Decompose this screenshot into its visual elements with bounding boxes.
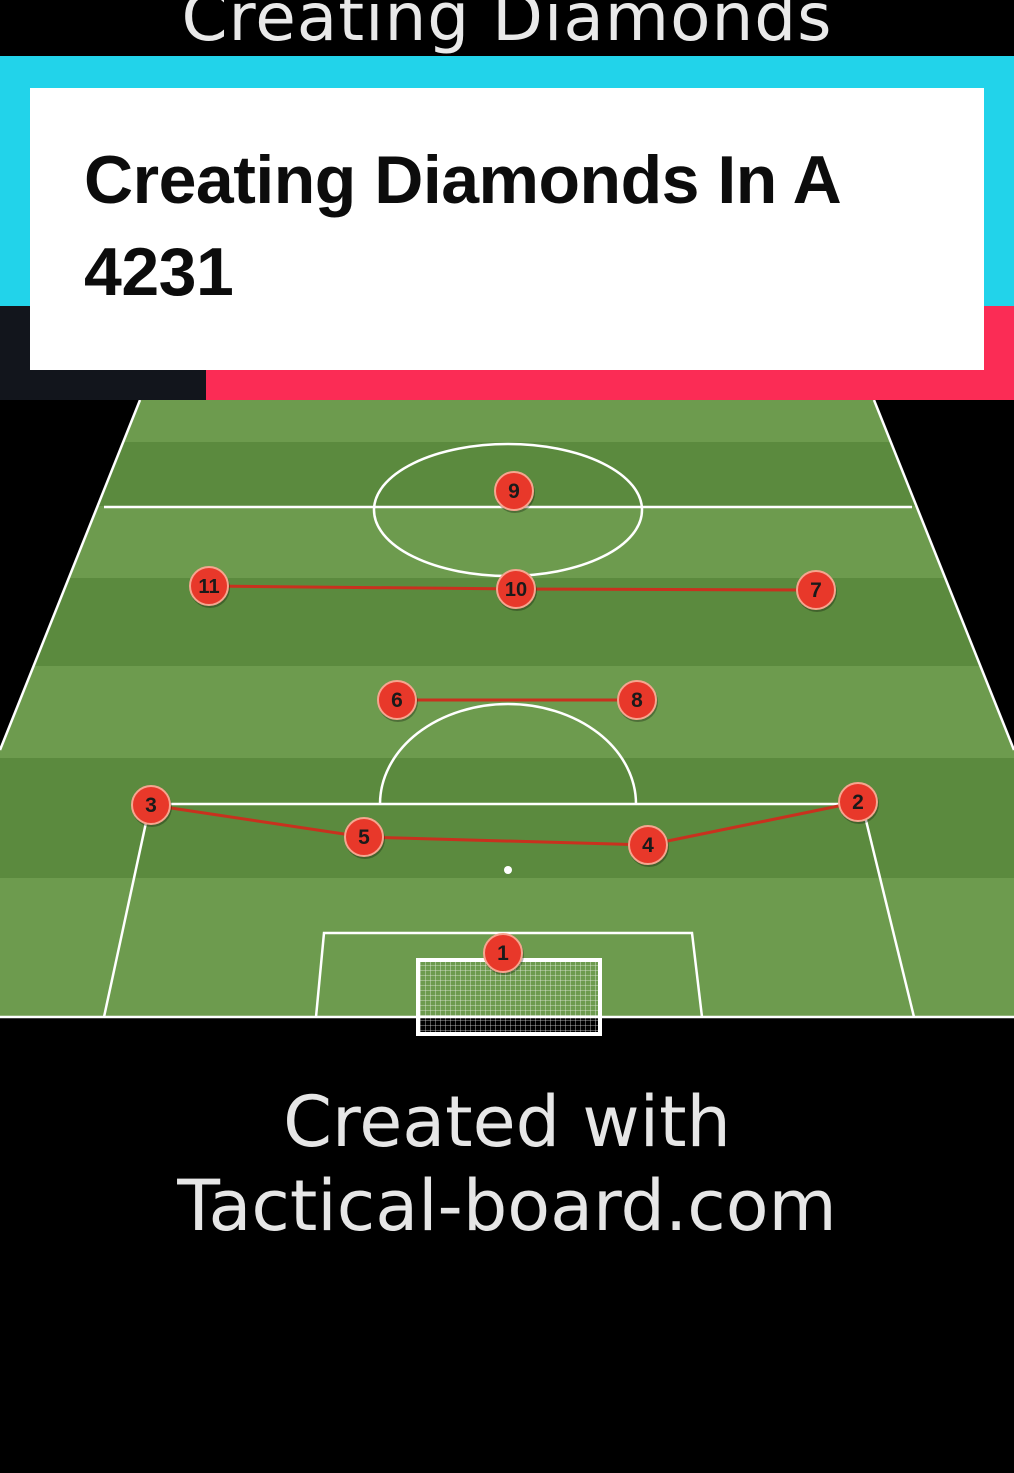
goal xyxy=(416,958,602,1036)
player-token xyxy=(617,680,657,720)
player-number: 7 xyxy=(810,579,822,602)
credit-text: Created with Tactical-board.com xyxy=(0,1080,1014,1248)
tactical-pitch: 1 2 3 4 5 6 7 8 9 10 11 xyxy=(0,400,1014,1040)
penalty-spot xyxy=(504,866,512,874)
player-4[interactable]: 4 xyxy=(628,825,669,867)
link-3-5 xyxy=(150,803,365,839)
player-1[interactable]: 1 xyxy=(483,933,524,975)
credit-line-1: Created with xyxy=(283,1081,731,1163)
player-number: 8 xyxy=(631,689,643,712)
link-5-4 xyxy=(363,835,649,847)
player-token xyxy=(628,825,668,865)
player-6[interactable]: 6 xyxy=(377,680,418,722)
players: 1 2 3 4 5 6 7 8 9 10 11 xyxy=(131,471,879,975)
player-token xyxy=(189,566,229,606)
pitch-diagram: 1 2 3 4 5 6 7 8 9 10 11 xyxy=(0,400,1014,1036)
player-number: 6 xyxy=(391,689,403,712)
title-card: Creating Diamonds In A 4231 xyxy=(30,88,984,370)
player-number: 5 xyxy=(358,826,370,849)
player-number: 9 xyxy=(508,480,520,503)
formation-links xyxy=(150,584,859,847)
player-token xyxy=(377,680,417,720)
player-3[interactable]: 3 xyxy=(131,785,172,827)
player-7[interactable]: 7 xyxy=(796,570,837,612)
card-title: Creating Diamonds In A 4231 xyxy=(84,142,839,310)
player-number: 4 xyxy=(642,834,654,857)
player-token xyxy=(131,785,171,825)
player-token xyxy=(344,817,384,857)
player-token xyxy=(483,933,523,973)
top-title: Creating Diamonds xyxy=(181,0,833,56)
player-9[interactable]: 9 xyxy=(494,471,535,513)
player-token xyxy=(496,569,536,609)
player-number: 10 xyxy=(505,579,527,601)
player-token xyxy=(796,570,836,610)
player-number: 2 xyxy=(852,791,864,814)
player-10[interactable]: 10 xyxy=(496,569,537,611)
credit-line-2: Tactical-board.com xyxy=(177,1165,837,1247)
player-token xyxy=(838,782,878,822)
player-8[interactable]: 8 xyxy=(617,680,658,722)
player-token xyxy=(494,471,534,511)
player-number: 3 xyxy=(145,794,157,817)
player-5[interactable]: 5 xyxy=(344,817,385,859)
player-11[interactable]: 11 xyxy=(189,566,230,608)
player-number: 1 xyxy=(497,942,509,965)
link-10-7 xyxy=(515,587,817,592)
link-11-10 xyxy=(208,584,517,591)
player-2[interactable]: 2 xyxy=(838,782,879,824)
player-number: 11 xyxy=(198,576,219,598)
link-4-2 xyxy=(647,800,859,847)
